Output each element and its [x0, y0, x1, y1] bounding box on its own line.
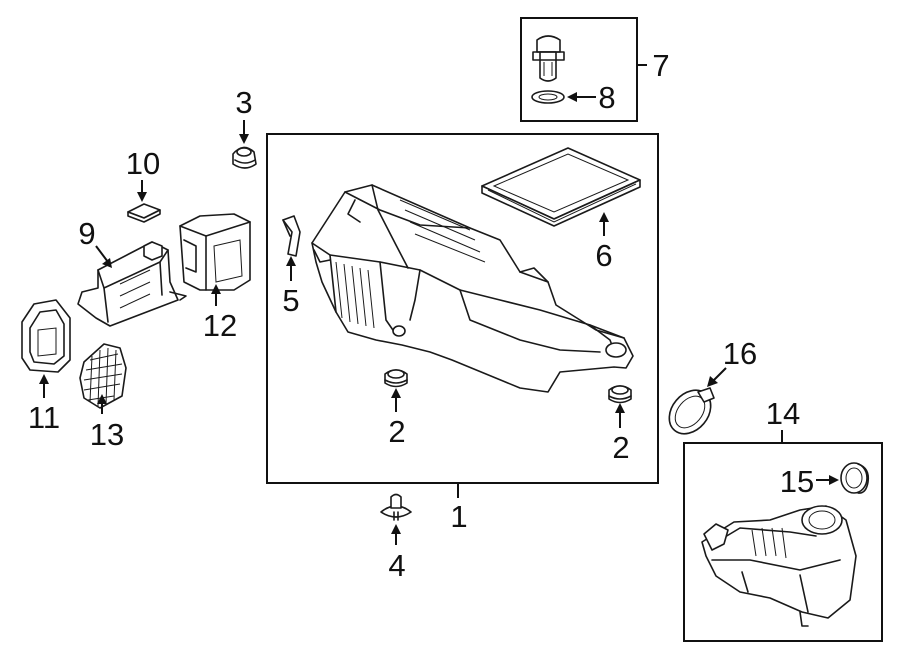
callout-labels: 1 2 2 3 4 5 6 7 8 9 10 11 12 13 14 15 16: [28, 48, 814, 583]
air-cleaner-assembly-box: [266, 133, 659, 484]
foam-pad: [127, 203, 161, 223]
seal-ring: [840, 462, 870, 494]
inlet-duct: [77, 241, 187, 327]
grommet-right: [608, 385, 632, 404]
callout-6: 6: [595, 238, 612, 273]
grommet-top: [232, 146, 257, 169]
callout-15: 15: [780, 464, 814, 499]
sensor-kit-box: [520, 17, 638, 122]
intake-hose: [701, 505, 857, 627]
callout-7: 7: [652, 48, 669, 83]
callout-2-left: 2: [388, 414, 405, 449]
duct-adapter: [21, 299, 71, 373]
leader-lines: [39, 64, 839, 545]
airflow-sensor: [532, 35, 565, 82]
callout-12: 12: [203, 308, 237, 343]
air-filter-element: [481, 147, 641, 227]
o-ring: [531, 90, 565, 104]
grommet-left: [384, 369, 408, 388]
callout-13: 13: [90, 417, 124, 452]
hose-clamp: [668, 387, 715, 435]
callout-1: 1: [450, 499, 467, 534]
callout-3: 3: [235, 85, 252, 120]
callout-11: 11: [28, 400, 60, 435]
air-cleaner-housing: [311, 184, 634, 393]
callout-5: 5: [282, 283, 299, 318]
callout-16: 16: [723, 336, 757, 371]
callout-14: 14: [766, 396, 800, 431]
intake-screen: [79, 343, 127, 409]
callout-9: 9: [78, 216, 95, 251]
air-duct: [179, 213, 251, 291]
callout-2-right: 2: [612, 430, 629, 465]
callout-8: 8: [598, 80, 615, 115]
clip: [282, 215, 301, 257]
callout-4: 4: [388, 548, 405, 583]
callout-10: 10: [126, 146, 160, 181]
push-pin: [380, 493, 412, 521]
